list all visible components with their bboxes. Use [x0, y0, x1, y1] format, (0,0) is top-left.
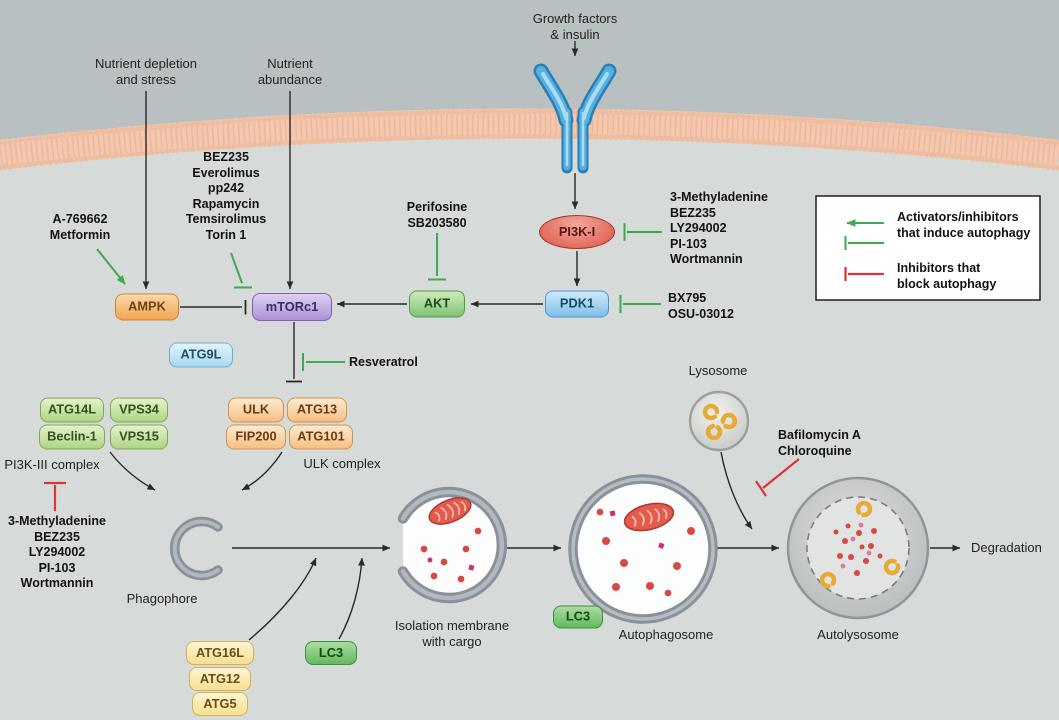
ampk-activators-text: A-769662 Metformin — [49, 212, 111, 242]
pdk1-inhibitors-text: BX795 OSU-03012 — [668, 291, 735, 321]
node-atg9l: ATG9L — [169, 342, 233, 368]
akt-inhibitors-text: Perifosine SB203580 — [406, 200, 468, 230]
node-atg101: ATG101 — [289, 424, 353, 449]
ulk-complex-label: ULK complex — [303, 456, 381, 471]
resveratrol-text: Resveratrol — [349, 355, 418, 369]
node-pi3k-i: PI3K-I — [539, 215, 615, 249]
legend-box — [815, 195, 1041, 301]
pi3kiii-inhibitors-text: 3-Methyladenine BEZ235 LY294002 PI-103 W… — [8, 514, 106, 590]
node-ampk: AMPK — [115, 293, 179, 321]
legend-block-text: Inhibitors that block autophagy — [897, 261, 997, 291]
node-lc3: LC3 — [305, 641, 357, 665]
isolation-membrane-shape — [397, 486, 508, 604]
node-pdk1: PDK1 — [545, 290, 609, 318]
node-atg13: ATG13 — [287, 397, 347, 423]
lysosome-shape — [688, 390, 750, 452]
mitochondrion-cargo — [428, 497, 472, 525]
growth-factor-receptor — [533, 63, 617, 174]
isolation-membrane-label: Isolation membrane with cargo — [394, 618, 510, 649]
legend-induce-text: Activators/inhibitors that induce autoph… — [897, 210, 1031, 240]
growth-factors-label: Growth factors & insulin — [532, 11, 618, 42]
phagophore-label: Phagophore — [126, 591, 198, 606]
pi3kiii-complex-label: PI3K-III complex — [4, 457, 100, 472]
autophagosome-shape — [568, 474, 718, 624]
node-vps15: VPS15 — [110, 424, 168, 449]
node-beclin-1: Beclin-1 — [39, 424, 105, 449]
node-mtorc1: mTORc1 — [252, 293, 332, 321]
node-akt: AKT — [409, 290, 465, 318]
node-atg16l: ATG16L — [186, 641, 254, 665]
phagophore-shape — [169, 516, 223, 581]
mtorc1-inhibitors-text: BEZ235 Everolimus pp242 Rapamycin Temsir… — [185, 150, 267, 242]
nutrient-abundance-label: Nutrient abundance — [257, 56, 323, 87]
autolysosome-label: Autolysosome — [817, 627, 899, 642]
extracellular-region — [0, 0, 1059, 155]
autophagosome-label: Autophagosome — [618, 627, 714, 642]
green-activation-lines — [96, 223, 662, 371]
nutrient-depletion-label: Nutrient depletion and stress — [95, 56, 197, 87]
mitochondrion-cargo — [623, 502, 675, 532]
node-lc3-membrane: LC3 — [553, 605, 603, 629]
node-atg12: ATG12 — [189, 667, 251, 691]
pi3k1-inhibitors-text: 3-Methyladenine BEZ235 LY294002 PI-103 W… — [670, 190, 768, 266]
node-atg5: ATG5 — [192, 692, 248, 716]
node-fip200: FIP200 — [226, 424, 286, 449]
cell-membrane — [0, 108, 1059, 171]
node-atg14l: ATG14L — [40, 397, 104, 423]
autolysosome-shape — [786, 476, 930, 620]
lysosome-label: Lysosome — [688, 363, 748, 378]
red-inhibition-lines — [44, 458, 800, 511]
degradation-label: Degradation — [971, 540, 1042, 555]
legend-symbols — [815, 195, 1041, 301]
node-vps34: VPS34 — [110, 397, 168, 423]
node-ulk: ULK — [228, 397, 284, 423]
lysosome-inhibitors-text: Bafilomycin A Chloroquine — [778, 428, 861, 458]
black-arrows — [109, 41, 961, 641]
